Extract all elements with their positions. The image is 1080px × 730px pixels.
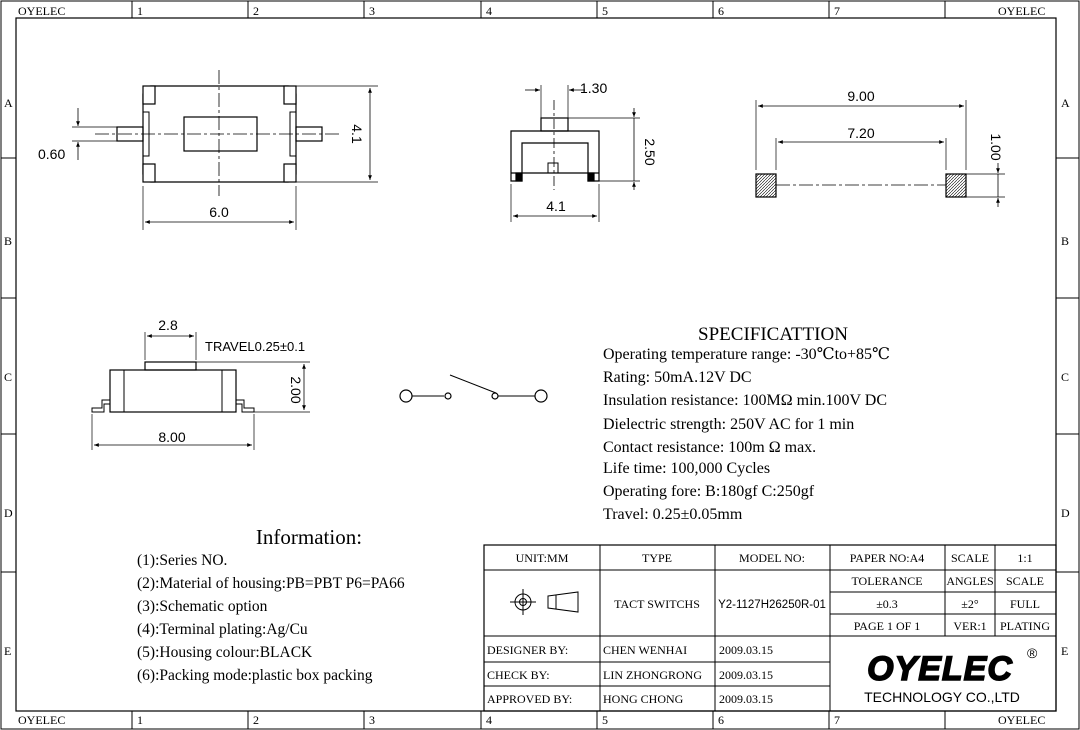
tb-model-label: MODEL NO:: [739, 551, 805, 565]
spec-line: Rating: 50mA.12V DC: [603, 369, 752, 386]
tb-designer-date: 2009.03.15: [719, 643, 773, 657]
frame-column-label: 1: [137, 713, 143, 727]
dim-top-mid-height: 2.50: [642, 138, 658, 165]
frame-column-label: 2: [253, 713, 259, 727]
frame-column-label: 7: [834, 4, 840, 18]
dim-side-height: 2.00: [288, 376, 304, 403]
tb-angles-value: ±2°: [961, 597, 979, 611]
tb-scale2-value: FULL: [1010, 597, 1040, 611]
tb-approved-date: 2009.03.15: [719, 692, 773, 706]
frame-column-label: 1: [137, 4, 143, 18]
tb-model-value: Y2-1127H26250R-01: [718, 599, 826, 611]
tb-check-label: CHECK BY:: [487, 668, 550, 682]
frame-row-label: C: [4, 370, 12, 384]
frame-column-label: 5: [602, 713, 608, 727]
tb-check-date: 2009.03.15: [719, 668, 773, 682]
dim-top-right-height: 1.00: [988, 133, 1004, 160]
dim-top-left-pin: 0.60: [38, 146, 65, 162]
tb-scale2-label: SCALE: [1006, 574, 1044, 588]
tb-page: PAGE 1 OF 1: [854, 619, 921, 633]
information-line: (4):Terminal plating:Ag/Cu: [137, 621, 308, 638]
tb-designer-name: CHEN WENHAI: [603, 643, 687, 657]
tb-scale-value: 1:1: [1017, 551, 1032, 565]
frame-corner-label: OYELEC: [998, 4, 1045, 18]
dim-side-travel: TRAVEL0.25±0.1: [205, 339, 305, 354]
logo-registered-mark: ®: [1027, 645, 1038, 661]
top-view-drawing: [72, 70, 378, 230]
information-line: (2):Material of housing:PB=PBT P6=PA66: [137, 575, 405, 592]
specification-title: SPECIFICATTION: [698, 324, 848, 345]
spec-line: Life time: 100,000 Cycles: [603, 460, 770, 477]
frame-row-label: C: [1061, 370, 1069, 384]
frame-column-label: 7: [834, 713, 840, 727]
tb-ver: VER:1: [953, 619, 986, 633]
frame-row-label: B: [1061, 234, 1069, 248]
tb-type-value: TACT SWITCHS: [614, 597, 700, 611]
spec-line: Contact resistance: 100m Ω max.: [603, 439, 816, 456]
switch-schematic-symbol: [399, 374, 548, 403]
dim-top-mid-width: 4.1: [546, 198, 566, 214]
frame-row-label: E: [1061, 644, 1068, 658]
tb-unit: UNIT:MM: [516, 551, 569, 565]
tb-scale-label: SCALE: [951, 551, 989, 565]
dim-top-left-width: 6.0: [209, 204, 229, 220]
spec-line: Dielectric strength: 250V AC for 1 min: [603, 416, 854, 433]
dim-top-left-height: 4.1: [349, 124, 365, 144]
information-section: Information: (1):Series NO. (2):Material…: [137, 525, 405, 684]
dim-top-mid-stem: 1.30: [580, 80, 607, 96]
frame-column-label: 3: [369, 713, 375, 727]
frame-row-label: A: [1061, 96, 1070, 110]
tb-paper: PAPER NO:A4: [850, 551, 925, 565]
side-view-drawing: [91, 332, 310, 450]
frame-row-label: D: [1061, 506, 1070, 520]
dim-side-width: 8.00: [158, 429, 185, 445]
frame-column-label: 4: [486, 713, 492, 727]
information-line: (1):Series NO.: [137, 552, 227, 569]
tb-tolerance-value: ±0.3: [876, 597, 898, 611]
tb-designer-label: DESIGNER BY:: [487, 643, 568, 657]
pin-pitch-drawing: [755, 100, 1005, 207]
projection-symbol-icon: [510, 589, 579, 615]
tb-tolerance-label: TOLERANCE: [851, 574, 922, 588]
tb-angles-label: ANGLES: [946, 574, 993, 588]
company-logo: OYELEC ® TECHNOLOGY CO.,LTD: [864, 645, 1038, 705]
tb-approved-name: HONG CHONG: [603, 692, 684, 706]
specification-section: SPECIFICATTION Operating temperature ran…: [603, 324, 890, 523]
dim-top-right-inner: 7.20: [847, 125, 874, 141]
frame-column-label: 5: [602, 4, 608, 18]
frame-column-label: 2: [253, 4, 259, 18]
frame-row-label: D: [4, 506, 13, 520]
frame-column-label: 6: [718, 4, 724, 18]
frame-row-label: B: [4, 234, 12, 248]
title-block: [483, 544, 1057, 712]
company-name: TECHNOLOGY CO.,LTD: [864, 689, 1020, 705]
spec-line: Operating fore: B:180gf C:250gf: [603, 483, 815, 500]
frame-corner-label: OYELEC: [18, 4, 65, 18]
frame-column-label: 6: [718, 713, 724, 727]
information-title: Information:: [256, 525, 362, 549]
spec-line: Operating temperature range: -30℃to+85℃: [603, 346, 890, 363]
frame-row-label: A: [4, 96, 13, 110]
tb-plating: PLATING: [1000, 619, 1050, 633]
frame-row-label: E: [4, 644, 11, 658]
front-view-drawing: [510, 85, 640, 222]
information-line: (3):Schematic option: [137, 598, 268, 615]
dim-side-button: 2.8: [158, 317, 178, 333]
frame-corner-label: OYELEC: [998, 713, 1045, 727]
tb-check-name: LIN ZHONGRONG: [603, 668, 702, 682]
spec-line: Insulation resistance: 100MΩ min.100V DC: [603, 392, 887, 409]
dim-top-right-outer: 9.00: [847, 88, 874, 104]
information-line: (5):Housing colour:BLACK: [137, 644, 313, 661]
frame-column-label: 3: [369, 4, 375, 18]
frame-corner-label: OYELEC: [18, 713, 65, 727]
information-line: (6):Packing mode:plastic box packing: [137, 667, 373, 684]
frame-column-label: 4: [486, 4, 492, 18]
tb-approved-label: APPROVED BY:: [487, 692, 572, 706]
tb-type-label: TYPE: [642, 551, 672, 565]
logo-text: OYELEC: [867, 650, 1013, 688]
spec-line: Travel: 0.25±0.05mm: [603, 506, 743, 523]
